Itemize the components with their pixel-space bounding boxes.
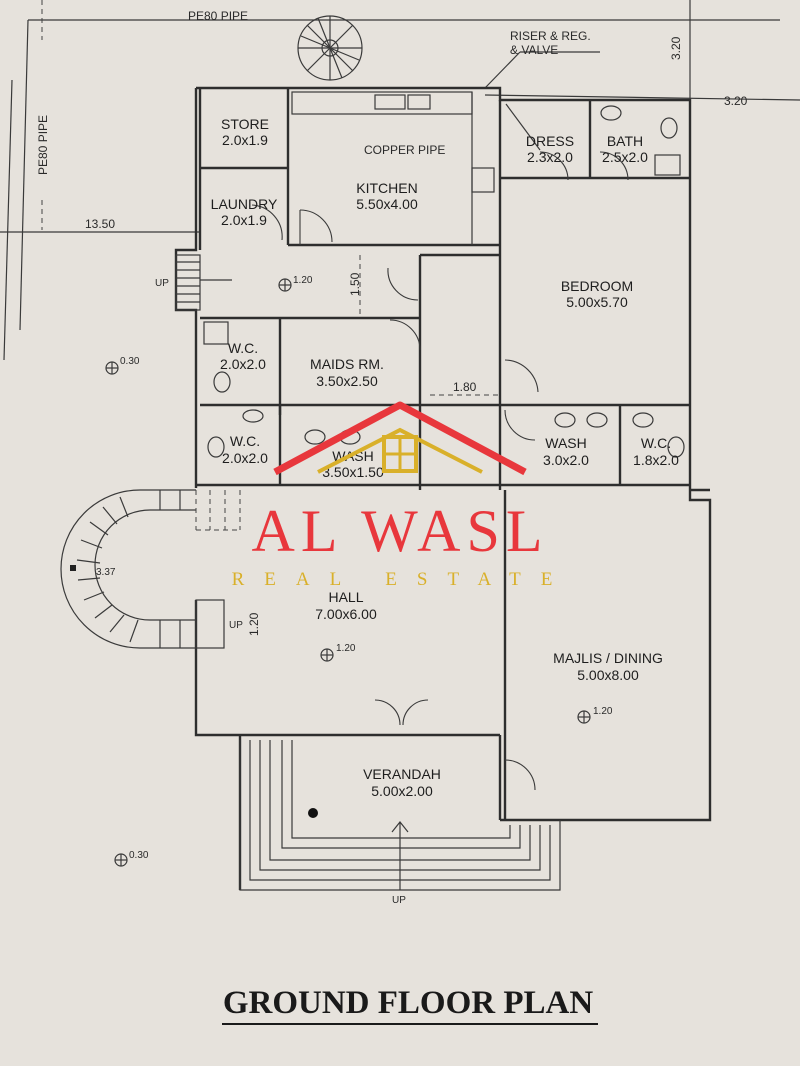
interior-walls (196, 88, 710, 820)
room-wash-right-name: WASH (545, 435, 586, 451)
room-laundry-name: LAUNDRY (211, 196, 278, 212)
drawing-title: GROUND FLOOR PLAN (223, 985, 594, 1021)
room-wc-right-name: W.C. (641, 435, 671, 451)
curved-stair (60, 489, 241, 649)
pipe-top-label: PE80 PIPE (188, 9, 248, 23)
room-majlis-size: 5.00x8.00 (577, 667, 639, 683)
room-bedroom-name: BEDROOM (561, 278, 633, 294)
room-hall-size: 7.00x6.00 (315, 606, 377, 622)
house-roof-icon (273, 401, 527, 476)
side-stair (175, 254, 500, 396)
room-kitchen-name: KITCHEN (356, 180, 417, 196)
level-value: 1.20 (336, 643, 356, 654)
room-bedroom-size: 5.00x5.70 (566, 294, 628, 310)
dim-1-20-stair: 1.20 (247, 612, 261, 636)
up-label-entry: UP (392, 895, 406, 906)
level-value: 3.37 (96, 567, 116, 578)
room-wc-upper-name: W.C. (228, 340, 258, 356)
riser-label-line1: RISER & REG. (510, 29, 591, 43)
dim-3-20-right: 3.20 (724, 94, 748, 108)
room-store-name: STORE (221, 116, 269, 132)
up-label-hall: UP (229, 620, 243, 631)
room-maids-name: MAIDS RM. (310, 356, 384, 372)
dim-13-50: 13.50 (85, 217, 115, 231)
dim-1-80: 1.80 (453, 380, 477, 394)
up-label-side: UP (155, 278, 169, 289)
room-bath-size: 2.5x2.0 (602, 149, 648, 165)
level-value: 0.30 (120, 356, 140, 367)
room-wash-center-size: 3.50x1.50 (322, 464, 384, 480)
room-verandah-name: VERANDAH (363, 766, 441, 782)
room-wc-lower-size: 2.0x2.0 (222, 450, 268, 466)
room-wash-right-size: 3.0x2.0 (543, 452, 589, 468)
level-marker-icon (278, 278, 292, 292)
kitchen-counter (291, 91, 495, 245)
room-wc-lower-name: W.C. (230, 433, 260, 449)
room-kitchen-size: 5.50x4.00 (356, 196, 418, 212)
room-dress-name: DRESS (526, 133, 574, 149)
room-majlis-name: MAJLIS / DINING (553, 650, 663, 666)
watermark-tagline: REAL ESTATE (232, 569, 573, 590)
room-store-size: 2.0x1.9 (222, 132, 268, 148)
room-labels: STORE 2.0x1.9 LAUNDRY 2.0x1.9 KITCHEN 5.… (211, 116, 679, 799)
room-verandah-size: 5.00x2.00 (371, 783, 433, 799)
room-wc-right-size: 1.8x2.0 (633, 452, 679, 468)
room-laundry-size: 2.0x1.9 (221, 212, 267, 228)
spiral-feature (297, 15, 363, 81)
dim-3-20-vertical: 3.20 (669, 36, 683, 60)
watermark-brand: AL WASL (252, 498, 549, 564)
level-value: 1.20 (593, 706, 613, 717)
room-bath-name: BATH (607, 133, 643, 149)
level-values: 1.20 0.30 1.20 1.20 0.30 3.37 (96, 275, 613, 861)
plot-boundary (0, 0, 800, 361)
pipe-left-label: PE80 PIPE (36, 115, 50, 175)
copper-pipe-label: COPPER PIPE (364, 143, 445, 157)
level-value: 1.20 (293, 275, 313, 286)
riser-label-line2: & VALVE (510, 43, 558, 57)
door-swings (251, 151, 629, 791)
level-marker-icon (320, 648, 334, 662)
dim-1-50: 1.50 (348, 272, 362, 296)
room-wc-upper-size: 2.0x2.0 (220, 356, 266, 372)
level-markers (105, 278, 591, 867)
verandah-steps (239, 740, 561, 891)
level-marker-icon (114, 853, 128, 867)
level-marker-icon (577, 710, 591, 724)
room-maids-size: 3.50x2.50 (316, 373, 378, 389)
room-hall-name: HALL (328, 589, 363, 605)
level-marker-icon (105, 361, 119, 375)
annotations: PE80 PIPE PE80 PIPE RISER & REG. & VALVE… (36, 9, 748, 906)
room-dress-size: 2.3x2.0 (527, 149, 573, 165)
watermark: AL WASL REAL ESTATE (232, 401, 573, 590)
level-value: 0.30 (129, 850, 149, 861)
